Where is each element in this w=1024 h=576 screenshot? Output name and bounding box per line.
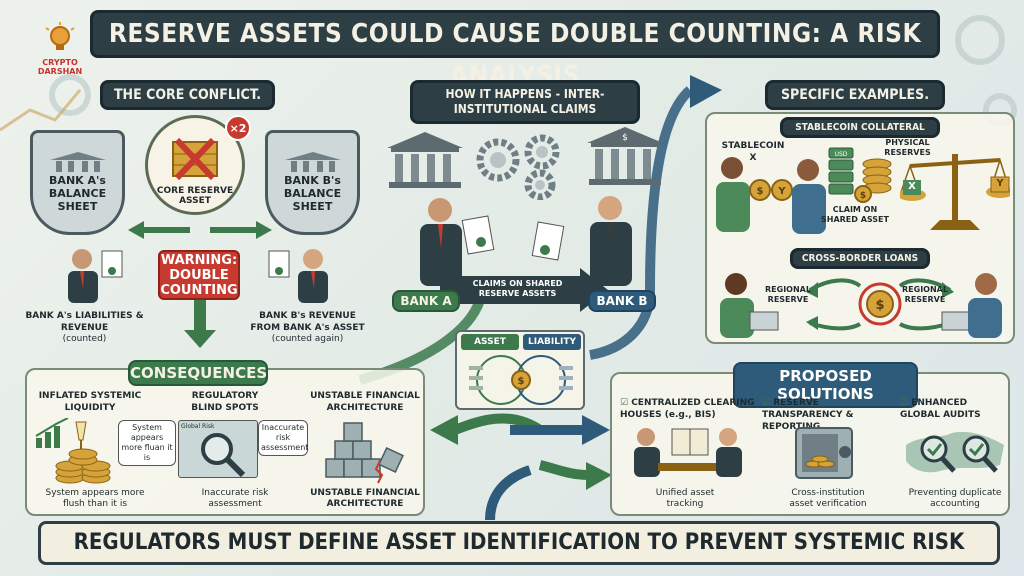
clearing-houses-caption: Unified asset tracking — [655, 488, 715, 509]
transparency-title: RESERVE TRANSPARENCY & REPORTING — [762, 398, 854, 432]
stablecoin-x-label: STABLECOIN X — [721, 141, 785, 163]
logo: CRYPTO DARSHAN — [30, 22, 90, 78]
regional-reserve-right: REGIONAL RESERVE — [902, 285, 948, 304]
bar-chart-icon — [35, 418, 69, 448]
claims-arrow — [440, 268, 608, 312]
bank-a-liabilities-caption: BANK A's LIABILITIES & REVENUE — [25, 311, 144, 333]
bank-a-balance-sheet: BANK A's BALANCE SHEET — [30, 130, 125, 235]
bank-icon — [49, 152, 106, 172]
regional-reserve-left: REGIONAL RESERVE — [765, 285, 811, 304]
check-icon: ☑ — [762, 398, 774, 408]
risk-speech-bubble: Inaccurate risk assessment — [258, 420, 308, 456]
svg-text:$: $ — [757, 186, 764, 197]
specific-examples-heading: SPECIFIC EXAMPLES. — [765, 80, 945, 110]
overlap-coin-icon: $ — [469, 355, 573, 405]
bank-icon — [284, 152, 341, 172]
global-risk-label: Global Risk — [181, 423, 215, 430]
warning-double-counting: WARNING: DOUBLE COUNTING — [158, 250, 240, 300]
page-title: RESERVE ASSETS COULD CAUSE DOUBLE COUNTI… — [90, 10, 940, 91]
banker-b-figure — [268, 249, 328, 303]
bank-a-sheet-label: BANK A's BALANCE SHEET — [48, 174, 107, 213]
consequences-heading: CONSEQUENCES — [128, 360, 268, 386]
magnifier-icon — [201, 433, 246, 478]
global-risk-map: Global Risk — [178, 420, 258, 478]
global-audits-caption: Preventing duplicate accounting — [908, 488, 1002, 509]
bank-a-counted-note: (counted) — [62, 334, 107, 344]
asset-tab: ASSET — [461, 334, 519, 350]
blind-spots-title: REGULATORY BLIND SPOTS — [191, 391, 259, 413]
svg-text:$: $ — [860, 191, 866, 201]
scale-y-label: Y — [996, 178, 1004, 189]
lightbulb-icon — [45, 22, 75, 50]
asset-liability-card: ASSET LIABILITY $ — [455, 330, 585, 410]
logo-line2: DARSHAN — [37, 67, 83, 76]
unstable-architecture-title: UNSTABLE FINANCIAL ARCHITECTURE — [310, 391, 420, 413]
audit-magnifiers-icon — [906, 431, 1004, 473]
solution-global-audits: ☑ ENHANCED GLOBAL AUDITS — [900, 397, 1005, 421]
cross-border-loans-heading: CROSS-BORDER LOANS — [790, 248, 930, 269]
risk-caption: Inaccurate risk assessment — [201, 488, 269, 509]
clearing-houses-title: CENTRALIZED CLEARING HOUSES (e.g., BIS) — [620, 398, 755, 420]
cross-border-loan-figures: $ — [720, 273, 1002, 338]
claim-on-shared-asset-label: CLAIM ON SHARED ASSET — [821, 205, 889, 224]
usd-text: USD — [835, 151, 848, 158]
banker-a-figure — [68, 249, 123, 303]
inflated-liquidity-title: INFLATED SYSTEMIC LIQUIDITY — [38, 391, 142, 413]
bank-b-label: BANK B — [588, 290, 656, 312]
double-badge: ×2 — [225, 115, 251, 141]
bank-b-revenue-caption: BANK B's REVENUE FROM BANK A's ASSET — [250, 311, 365, 333]
bank-b-balance-sheet: BANK B's BALANCE SHEET — [265, 130, 360, 235]
down-arrow — [184, 300, 216, 348]
solution-transparency: ☑ RESERVE TRANSPARENCY & REPORTING — [762, 397, 892, 433]
liability-tab: LIABILITY — [523, 334, 581, 350]
logo-line1: CRYPTO — [42, 58, 78, 67]
unstable-blocks-icon — [325, 422, 404, 484]
coin-stack-icon: USD $ — [828, 147, 892, 203]
how-it-happens-heading: HOW IT HAPPENS - INTER-INSTITUTIONAL CLA… — [410, 80, 640, 124]
gold-bars-icon — [172, 137, 218, 181]
bank-building-left — [387, 132, 463, 188]
check-icon: ☑ — [620, 398, 632, 408]
check-icon: ☑ — [900, 398, 912, 408]
svg-text:Y: Y — [777, 186, 786, 197]
bank-building-right: $ — [587, 127, 663, 185]
unstable-caption: UNSTABLE FINANCIAL ARCHITECTURE — [310, 488, 420, 509]
svg-text:$: $ — [622, 133, 628, 143]
core-asset-label: CORE RESERVE ASSET — [156, 186, 234, 206]
clearing-house-icon — [634, 428, 742, 477]
gears-icon — [476, 134, 560, 200]
svg-text:$: $ — [518, 376, 525, 387]
svg-text:$: $ — [875, 298, 884, 313]
bank-b-sheet-label: BANK B's BALANCE SHEET — [283, 174, 342, 213]
coins-champagne-icon — [55, 421, 111, 484]
liquidity-speech-bubble: System appears more fluan it is — [118, 420, 176, 466]
liquidity-caption: System appears more flush than it is — [45, 488, 145, 509]
stablecoin-exchange-figures: $ Y — [716, 157, 826, 234]
proposed-solutions-heading: PROPOSED SOLUTIONS — [733, 362, 918, 408]
stablecoin-collateral-heading: STABLECOIN COLLATERAL — [780, 117, 940, 138]
solution-clearing-houses: ☑ CENTRALIZED CLEARING HOUSES (e.g., BIS… — [620, 397, 755, 421]
balance-scale-icon — [900, 154, 1010, 230]
core-conflict-heading: THE CORE CONFLICT. — [100, 80, 275, 110]
scale-x-label: X — [908, 181, 916, 192]
bank-b-counted-again-note: (counted again) — [271, 334, 344, 344]
bank-a-label: BANK A — [392, 290, 460, 312]
global-audits-title: ENHANCED GLOBAL AUDITS — [900, 398, 981, 420]
physical-reserves-label: PHYSICAL RESERVES — [884, 138, 931, 157]
split-arrows — [128, 221, 272, 239]
claims-label: CLAIMS ON SHARED RESERVE ASSETS — [472, 279, 563, 298]
vault-icon — [795, 427, 853, 479]
transparency-caption: Cross-institution asset verification — [789, 488, 867, 509]
bankers-exchanging-documents — [420, 196, 632, 286]
conclusion-banner: REGULATORS MUST DEFINE ASSET IDENTIFICAT… — [38, 521, 1000, 565]
core-reserve-asset: CORE RESERVE ASSET — [145, 115, 245, 215]
